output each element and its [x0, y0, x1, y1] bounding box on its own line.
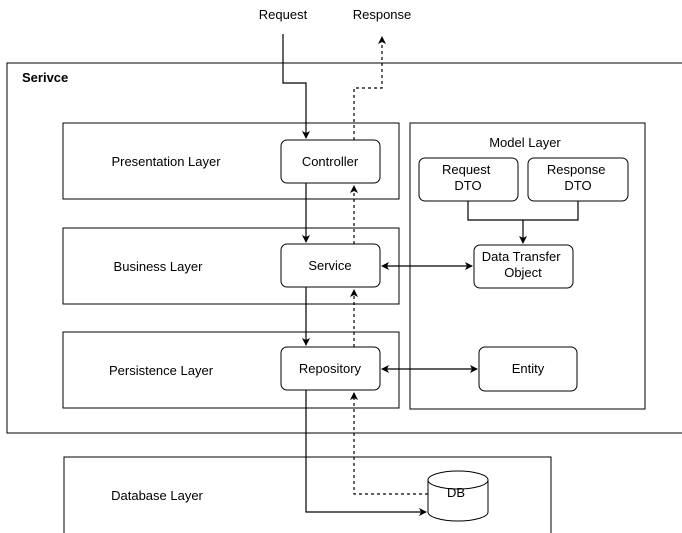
service-container-label: Serivce: [22, 70, 68, 85]
repository-to-db-edge: [305, 390, 427, 516]
controller-node: [280, 139, 381, 184]
request-dto-connector: [467, 201, 523, 221]
db-cylinder: [427, 470, 489, 522]
data-transfer-object-node: [473, 244, 574, 289]
request-dto-label: Request DTO: [442, 162, 494, 193]
data-transfer-object-label: Data Transfer Object: [482, 249, 564, 280]
response-dto-label: Response DTO: [547, 162, 609, 193]
controller-label: Controller: [302, 154, 359, 169]
response-label: Response: [353, 7, 412, 22]
db-to-repository-response-edge: [350, 392, 428, 495]
entity-label: Entity: [512, 361, 545, 376]
db-label: DB: [447, 485, 465, 500]
repository-node: [280, 346, 381, 391]
presentation-layer-label: Presentation Layer: [111, 154, 221, 169]
model-layer-label: Model Layer: [489, 135, 561, 150]
request-label: Request: [259, 7, 308, 22]
database-layer-label: Database Layer: [111, 488, 203, 503]
service-label: Service: [308, 258, 351, 273]
persistence-layer-label: Persistence Layer: [109, 363, 214, 378]
entity-node: [478, 346, 578, 392]
request-to-controller-edge: [282, 34, 310, 139]
response-dto-connector: [523, 201, 579, 221]
business-layer-label: Business Layer: [114, 259, 204, 274]
controller-to-response-edge: [353, 36, 386, 140]
service-node: [280, 243, 381, 288]
repository-label: Repository: [299, 361, 362, 376]
